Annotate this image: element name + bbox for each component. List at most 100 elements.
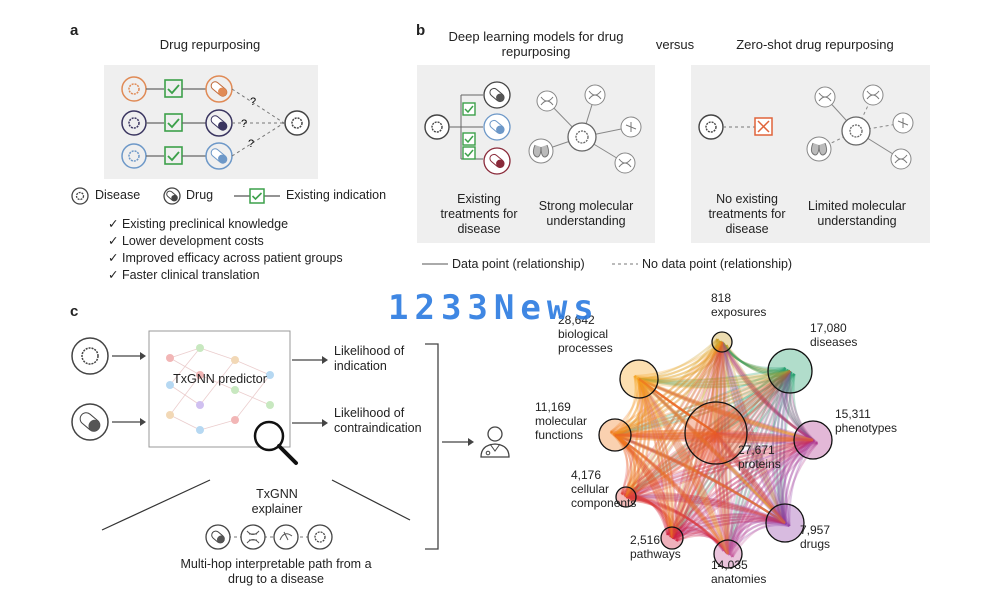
network-edge xyxy=(626,370,791,499)
network-edge xyxy=(725,344,787,524)
network-edge xyxy=(614,434,633,497)
network-edge xyxy=(642,381,730,555)
network-edge xyxy=(638,378,788,525)
network-edge xyxy=(614,433,785,523)
likelihood-contraindication-label: Likelihood of contraindication xyxy=(334,406,422,435)
network-edge xyxy=(636,377,786,524)
network-edge xyxy=(627,496,786,525)
zero-shot-diagram xyxy=(698,84,914,170)
row-1 xyxy=(121,75,233,103)
network-edge xyxy=(714,342,725,434)
network-edge xyxy=(725,344,731,555)
network-edges xyxy=(609,338,819,558)
multi-hop-path-caption: Multi-hop interpretable path from a drug… xyxy=(180,557,372,586)
network-edge xyxy=(614,434,641,501)
network-edge xyxy=(719,340,814,441)
network-edge xyxy=(670,429,713,539)
dashed-line-icon xyxy=(612,263,638,265)
network-edge xyxy=(621,492,674,539)
txgnn-flow-diagram xyxy=(71,330,510,550)
limited-molecular-label: Limited molecular understanding xyxy=(808,199,906,228)
network-edge xyxy=(788,370,819,444)
network-edge xyxy=(633,375,730,555)
network-node-exposures xyxy=(711,331,733,353)
network-edge xyxy=(721,341,792,375)
panel-b-title-right: Zero-shot drug repurposing xyxy=(736,37,894,52)
network-edge xyxy=(671,369,790,539)
network-edge xyxy=(638,378,818,445)
network-node-proteins xyxy=(684,401,748,465)
network-edge xyxy=(666,526,729,555)
network-edge xyxy=(781,438,813,524)
network-edge xyxy=(671,367,787,539)
network-edge xyxy=(638,378,728,554)
network-edge xyxy=(625,342,725,498)
repurposing-diagram: ? ? ? xyxy=(121,75,310,170)
legend-data-point-label: Data point (relationship) xyxy=(452,257,585,271)
network-edge xyxy=(639,379,717,434)
network-edge xyxy=(625,373,796,498)
network-edge xyxy=(715,432,788,525)
network-edge xyxy=(670,338,719,539)
network-edge xyxy=(618,437,674,539)
likelihood-indication-label: Likelihood of indication xyxy=(334,344,405,373)
legend-no-data-point-label: No data point (relationship) xyxy=(642,257,793,271)
network-edge xyxy=(623,370,791,497)
network-edge xyxy=(638,378,722,437)
network-edge xyxy=(639,379,786,524)
network-edge xyxy=(614,430,715,437)
network-edge xyxy=(625,495,675,540)
network-edge xyxy=(728,520,786,556)
network-edge xyxy=(610,369,791,434)
network-edge xyxy=(715,432,791,527)
network-edge xyxy=(670,342,725,539)
network-edge xyxy=(614,373,796,437)
network-edge xyxy=(669,432,717,538)
disease-icon xyxy=(71,187,89,205)
network-edge xyxy=(625,435,809,498)
network-edge xyxy=(642,381,786,524)
network-node-pathways xyxy=(660,526,684,550)
network-node-cellular-components xyxy=(615,486,637,508)
network-edge xyxy=(720,341,728,554)
network-edge xyxy=(719,341,726,437)
network-edge xyxy=(771,370,792,521)
network-edge xyxy=(779,436,810,524)
network-edge xyxy=(612,433,633,498)
input-disease-icon xyxy=(71,337,109,375)
network-edge xyxy=(710,429,730,555)
network-edge xyxy=(638,378,725,552)
network-edge xyxy=(621,438,814,496)
network-edge xyxy=(623,378,644,497)
network-edge xyxy=(619,378,647,440)
network-edge xyxy=(714,430,814,442)
network-edge xyxy=(609,378,641,433)
benefit-item: ✓ Existing preclinical knowledge xyxy=(108,217,289,231)
network-edge xyxy=(637,369,791,384)
network-edge xyxy=(638,377,809,439)
network-edge xyxy=(725,344,814,441)
network-edge xyxy=(675,370,791,542)
network-node-diseases xyxy=(767,348,813,394)
network-edge xyxy=(613,432,814,442)
network-edge xyxy=(671,433,719,539)
network-edge xyxy=(777,439,814,521)
network-edge xyxy=(630,498,729,555)
network-edge xyxy=(714,432,731,556)
network-edge xyxy=(619,341,723,440)
magnifier-icon xyxy=(253,420,285,452)
network-edge xyxy=(638,378,782,521)
row-2 xyxy=(121,109,233,137)
txgnn-explainer-label: TxGNN explainer xyxy=(251,487,303,516)
network-edge xyxy=(779,370,792,525)
network-edge xyxy=(612,433,674,539)
network-edge xyxy=(625,495,731,556)
network-edge xyxy=(625,379,648,498)
network-edge xyxy=(625,495,790,528)
network-edge xyxy=(638,378,713,431)
network-edge xyxy=(621,492,729,555)
